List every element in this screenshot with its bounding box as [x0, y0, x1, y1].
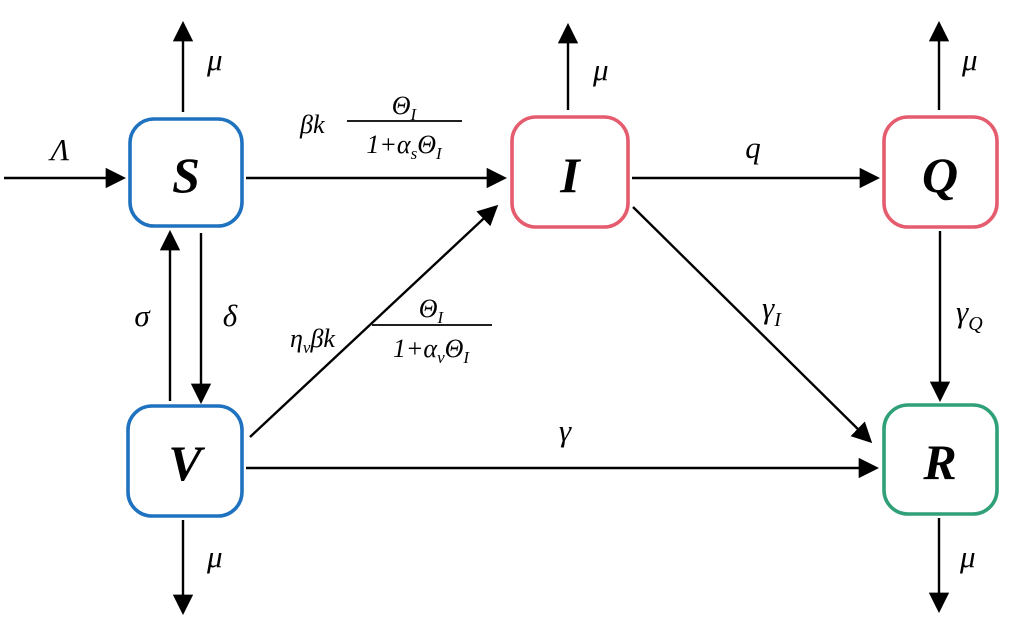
- label-mu-i: μ: [592, 52, 609, 87]
- s-to-i-numerator: ΘI: [392, 91, 418, 124]
- node-infected-label: I: [559, 147, 581, 203]
- node-infected: I: [510, 115, 630, 229]
- node-recovered-label: R: [922, 434, 956, 490]
- label-mu-r: μ: [959, 539, 976, 574]
- node-infected-box: [510, 115, 630, 229]
- v-to-i-numerator: ΘI: [419, 294, 445, 327]
- node-recovered-box: [882, 403, 999, 516]
- s-to-i-denominator: 1+αsΘI: [366, 130, 443, 163]
- node-susceptible-box: [128, 117, 244, 228]
- label-lambda-in: Λ: [48, 132, 70, 167]
- label-mu-q: μ: [961, 42, 978, 77]
- node-vaccinated-label: V: [168, 435, 205, 491]
- label-i-to-r: γI: [762, 290, 782, 331]
- v-to-i-prefix: ηvβk: [290, 324, 335, 357]
- node-susceptible: S: [128, 117, 244, 228]
- label-q-to-r: γQ: [956, 294, 983, 335]
- arrow-v-to-i: [249, 204, 499, 438]
- node-susceptible-label: S: [172, 147, 200, 203]
- node-vaccinated-box: [126, 404, 244, 518]
- node-quarantined-label: Q: [922, 147, 958, 203]
- label-mu-v: μ: [206, 539, 223, 574]
- label-i-to-q: q: [745, 130, 761, 165]
- edge-arrows: [4, 20, 951, 616]
- node-recovered: R: [882, 403, 999, 516]
- label-mu-s: μ: [206, 42, 223, 77]
- label-s-to-v: δ: [223, 298, 238, 333]
- node-quarantined-box: [882, 115, 999, 229]
- node-vaccinated: V: [126, 404, 244, 518]
- edge-labels: Λ μ μ μ q σ δ γ γI γQ μ μ: [48, 42, 984, 574]
- label-v-to-s: σ: [134, 298, 151, 333]
- arrow-i-to-r: [632, 206, 873, 444]
- label-v-to-i-rate: ηvβk ΘI 1+αvΘI: [290, 294, 492, 367]
- label-v-to-r: γ: [559, 413, 572, 448]
- v-to-i-denominator: 1+αvΘI: [393, 334, 471, 367]
- s-to-i-prefix: βk: [299, 110, 325, 139]
- node-quarantined: Q: [882, 115, 999, 229]
- label-s-to-i-rate: βk ΘI 1+αsΘI: [299, 91, 462, 163]
